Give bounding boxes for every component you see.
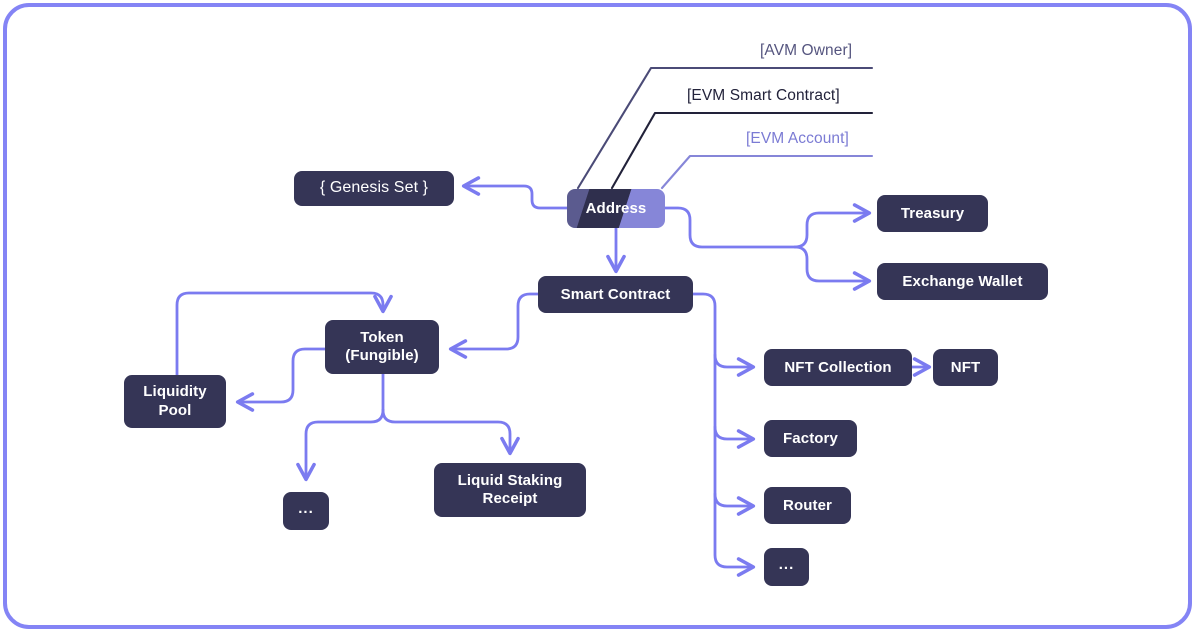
node-treasury[interactable]: Treasury [877, 195, 988, 232]
annotation-avm-owner: [AVM Owner] [760, 42, 853, 59]
node-exchange-wallet[interactable]: Exchange Wallet [877, 263, 1048, 300]
node-contract-more[interactable]: ... [764, 548, 809, 586]
annotation-evm-smart-contract: [EVM Smart Contract] [687, 87, 840, 104]
node-address[interactable]: Address [567, 189, 665, 228]
node-nft[interactable]: NFT [933, 349, 998, 386]
annotation-evm-account: [EVM Account] [746, 130, 849, 147]
node-token-fungible[interactable]: Token (Fungible) [325, 320, 439, 374]
node-router[interactable]: Router [764, 487, 851, 524]
node-factory[interactable]: Factory [764, 420, 857, 457]
node-token-more[interactable]: ... [283, 492, 329, 530]
node-liquidity-pool[interactable]: Liquidity Pool [124, 375, 226, 428]
node-liquid-staking-receipt[interactable]: Liquid Staking Receipt [434, 463, 586, 517]
node-nft-collection[interactable]: NFT Collection [764, 349, 912, 386]
node-smart-contract[interactable]: Smart Contract [538, 276, 693, 313]
diagram-frame [3, 3, 1192, 629]
node-genesis-set[interactable]: { Genesis Set } [294, 171, 454, 206]
